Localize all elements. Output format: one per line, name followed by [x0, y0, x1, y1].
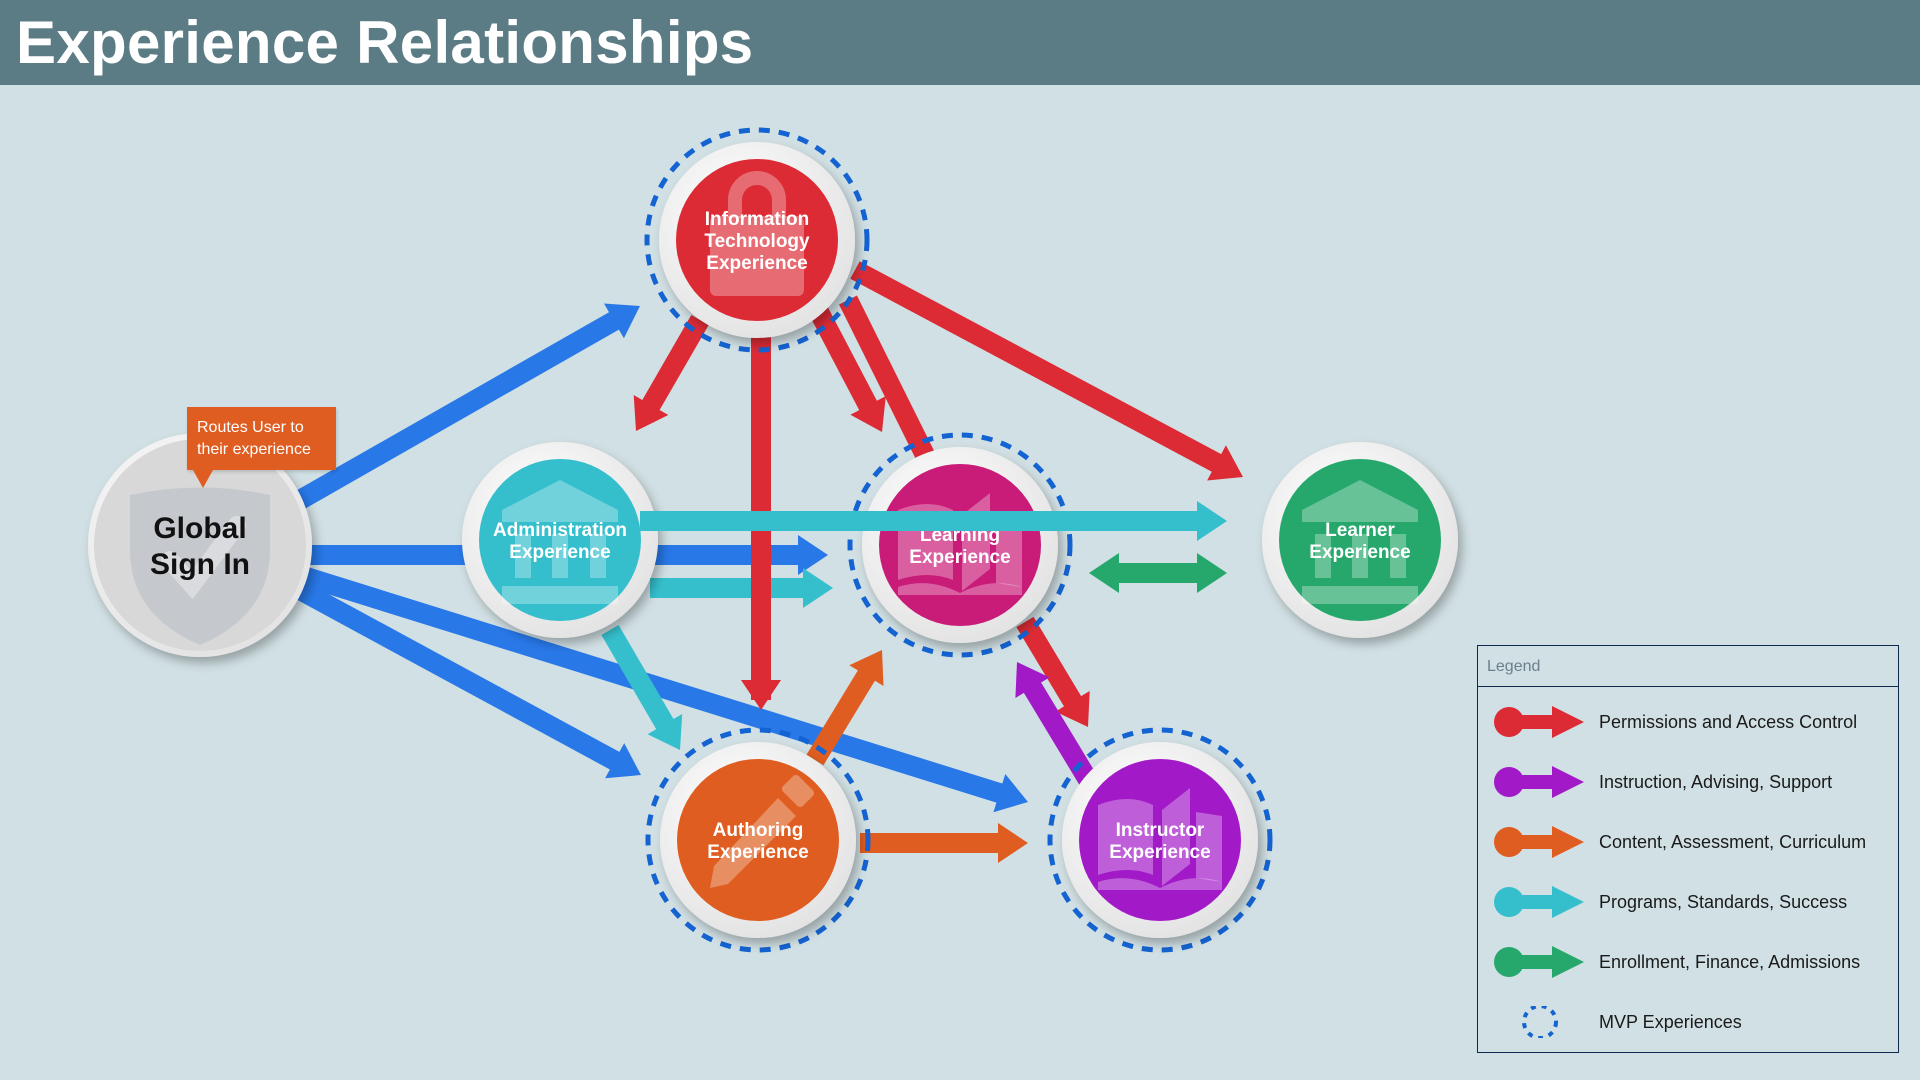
routing-callout: Routes User to their experience: [187, 407, 336, 488]
edge-it-to-learning-secondary: [839, 295, 934, 460]
pencil-icon: [710, 774, 815, 888]
node-label: Learner: [1325, 520, 1395, 541]
legend-label: Enrollment, Finance, Admissions: [1599, 952, 1861, 972]
legend-item-enrollment: Enrollment, Finance, Admissions: [1478, 942, 1898, 982]
node-label: Sign In: [150, 548, 250, 581]
edge-it-to-learner: [850, 261, 1243, 481]
mvp-dashed-ring: [847, 432, 1073, 658]
legend-title: Legend: [1478, 646, 1898, 687]
legend-item-permissions: Permissions and Access Control: [1478, 702, 1898, 742]
mvp-dashed-ring: [645, 727, 871, 953]
node-label: Experience: [509, 542, 610, 563]
legend-item-mvp: MVP Experiences: [1478, 1002, 1898, 1042]
institution-icon: [1302, 480, 1418, 604]
node-label: Experience: [1309, 542, 1410, 563]
edge-it-to-admin: [633, 315, 709, 431]
node-label: Experience: [707, 842, 808, 863]
legend-item-instruction: Instruction, Advising, Support: [1478, 762, 1898, 802]
mvp-dashed-ring: [1047, 727, 1273, 953]
legend-label: MVP Experiences: [1599, 1012, 1742, 1032]
node-fill: [677, 759, 839, 921]
node-label: Instructor: [1116, 820, 1205, 841]
mvp-dashed-ring: [644, 127, 870, 353]
edge-authoring-to-learning: [806, 650, 884, 766]
node-label: Experience: [909, 547, 1010, 568]
institution-icon: [502, 480, 618, 604]
legend-arrow-icon: [1494, 706, 1584, 738]
node-fill: [479, 459, 641, 621]
legend-arrow-icon: [1494, 946, 1584, 978]
legend-arrow-icon: [1494, 826, 1584, 858]
edge-global-to-instructor: [297, 565, 1028, 813]
node-fill: [1279, 459, 1441, 621]
edge-learning-to-instructor: [1016, 616, 1090, 727]
legend-label: Programs, Standards, Success: [1599, 892, 1848, 912]
node-fill: [1079, 759, 1241, 921]
node-label: Technology: [704, 231, 810, 252]
node-label: Experience: [706, 253, 807, 274]
node-label: Administration: [493, 520, 627, 541]
edge-admin-to-authoring: [601, 625, 683, 750]
callout-line-1: Routes User to: [197, 419, 304, 436]
legend-label: Content, Assessment, Curriculum: [1599, 832, 1867, 852]
node-label: Authoring: [713, 820, 804, 841]
node-label: Information: [705, 209, 810, 230]
legend-arrow-icon: [1494, 766, 1584, 798]
node-fill: [879, 464, 1041, 626]
shield-check-icon: [130, 487, 270, 645]
lock-icon: [710, 171, 804, 296]
node-fill: [676, 159, 838, 321]
edges-overlay-layer: [640, 501, 1227, 541]
edge-instructor-to-learning: [1015, 662, 1099, 789]
edge-authoring-to-instructor: [860, 823, 1028, 863]
edge-global-to-authoring: [295, 581, 641, 779]
edges-layer: [295, 261, 1243, 863]
edge-it-to-learning: [809, 305, 886, 432]
mvp-ring-icon: [1522, 1006, 1558, 1038]
book-icon: [1098, 788, 1222, 890]
legend-label: Instruction, Advising, Support: [1599, 772, 1833, 792]
page-header: Experience Relationships: [0, 0, 1920, 85]
edge-admin-to-learning: [650, 568, 833, 608]
page-title: Experience Relationships: [16, 9, 754, 76]
edge-learning-to-learner: [1089, 553, 1227, 593]
legend-arrow-icon: [1494, 886, 1584, 918]
node-label: Global: [153, 512, 246, 545]
node-label: Experience: [1109, 842, 1210, 863]
legend-item-programs: Programs, Standards, Success: [1478, 882, 1898, 922]
callout-line-2: their experience: [197, 441, 311, 458]
edge-admin-to-learner: [640, 501, 1227, 541]
legend-label: Permissions and Access Control: [1599, 712, 1858, 732]
edge-global-to-it: [295, 303, 640, 509]
legend-item-content: Content, Assessment, Curriculum: [1478, 822, 1898, 862]
